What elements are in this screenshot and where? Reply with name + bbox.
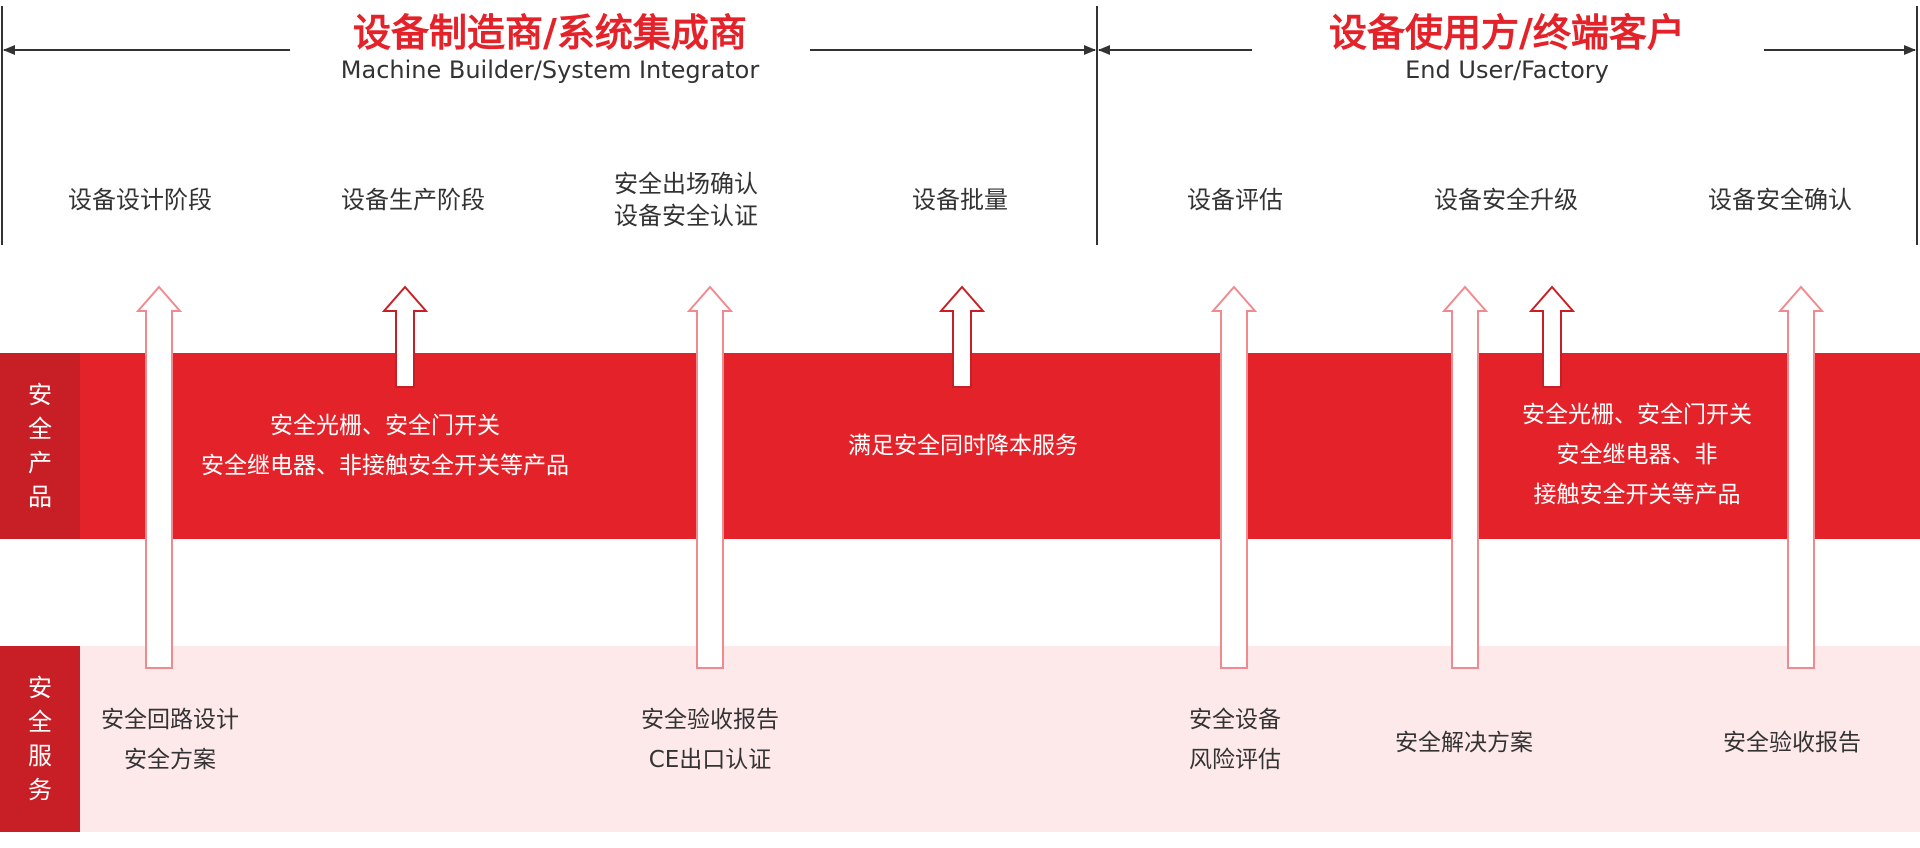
stage-production: 设备生产阶段 [341, 186, 485, 214]
long-arrow-assessment [1210, 285, 1258, 669]
services-label-char: 务 [28, 776, 52, 804]
services-group-acceptance: 安全验收报告 CE出口认证 [641, 707, 779, 773]
stage-certification: 安全出场确认 设备安全认证 [614, 170, 758, 230]
stage-confirmation: 设备安全确认 [1708, 186, 1852, 214]
services-group-report: 安全验收报告 [1723, 730, 1861, 756]
products-group-cost: 满足安全同时降本服务 [848, 433, 1078, 459]
long-arrow-certification [686, 285, 734, 669]
short-arrow-batch [938, 285, 986, 388]
services-group-solution: 安全解决方案 [1395, 730, 1533, 756]
stage-upgrade: 设备安全升级 [1434, 186, 1578, 214]
services-band [0, 646, 1920, 832]
long-arrow-design [135, 285, 183, 669]
stage-batch: 设备批量 [912, 186, 1008, 214]
enduser-title-en: End User/Factory [1405, 56, 1609, 84]
short-arrow-upgrade [1528, 285, 1576, 388]
products-label-char: 全 [28, 415, 52, 443]
enduser-title-cn: 设备使用方/终端客户 [1329, 11, 1685, 55]
services-group-design: 安全回路设计 安全方案 [101, 707, 239, 773]
long-arrow-upgrade [1441, 285, 1489, 669]
services-group-risk: 安全设备 风险评估 [1189, 707, 1281, 773]
products-group-builder: 安全光栅、安全门开关 安全继电器、非接触安全开关等产品 [201, 413, 569, 479]
services-label-char: 安 [28, 674, 52, 702]
builder-title-en: Machine Builder/System Integrator [340, 56, 760, 84]
products-label-char: 安 [28, 381, 52, 409]
products-label-char: 品 [28, 483, 52, 511]
stage-design: 设备设计阶段 [68, 186, 212, 214]
long-arrow-confirmation [1777, 285, 1825, 669]
products-group-enduser: 安全光栅、安全门开关 安全继电器、非 接触安全开关等产品 [1522, 402, 1752, 508]
products-label: 安 全 产 品 [0, 353, 80, 539]
services-label: 安 全 服 务 [0, 646, 80, 832]
services-label-char: 全 [28, 708, 52, 736]
products-label-char: 产 [28, 449, 52, 477]
stage-assessment: 设备评估 [1187, 186, 1283, 214]
services-label-char: 服 [28, 742, 52, 770]
short-arrow-production [381, 285, 429, 388]
builder-title-cn: 设备制造商/系统集成商 [353, 11, 747, 55]
